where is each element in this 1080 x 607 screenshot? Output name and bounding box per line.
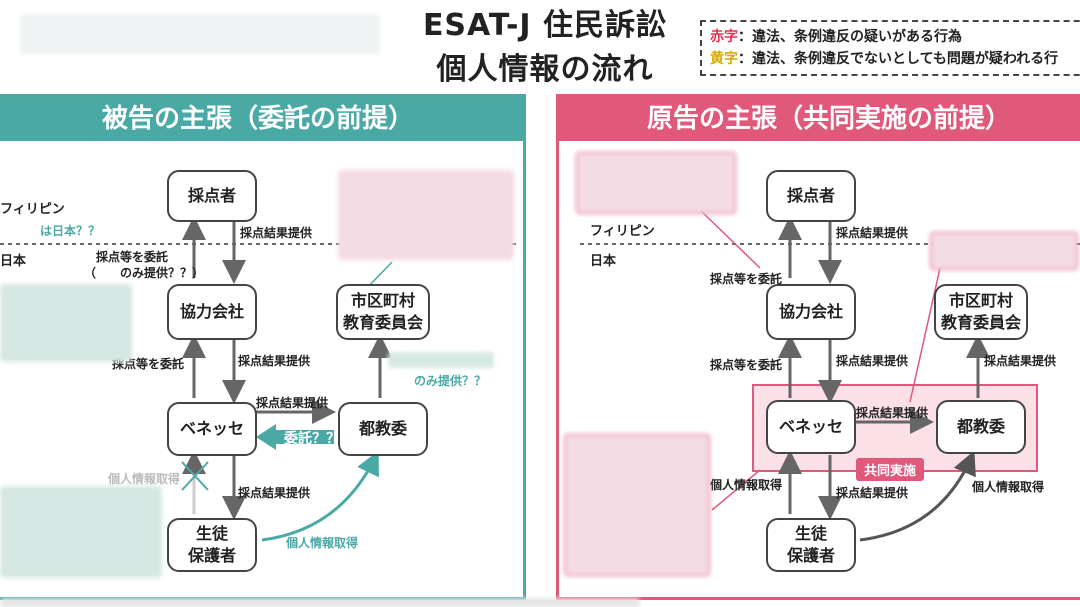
right-node-scorer: 採点者	[766, 170, 856, 222]
right-philippines: フィリピン	[590, 224, 655, 239]
right-node-city: 市区町村 教育委員会	[934, 284, 1028, 340]
left-label-acquire: 個人情報取得	[108, 472, 181, 486]
right-node-benesse: ベネッセ	[766, 400, 856, 454]
left-node-city: 市区町村 教育委員会	[336, 284, 430, 340]
plaintiff-heading: 原告の主張（共同実施の前提）	[559, 97, 1080, 141]
legend-red-key: 赤字	[710, 29, 738, 45]
right-label-scoring4: 採点結果提供	[836, 486, 909, 500]
right-label-delegate2: 採点等を委託	[710, 358, 783, 372]
left-node-scorer: 採点者	[167, 170, 257, 222]
left-label-acquire2: 個人情報取得	[286, 536, 359, 550]
legend-yellow-key: 黄字	[710, 51, 738, 67]
right-node-student: 生徒 保護者	[766, 518, 856, 572]
legend: 赤字：違法、条例違反の疑いがある行為 黄字：違法、条例違反でないとしても問題が疑…	[700, 20, 1080, 76]
right-label-scoring3: 採点結果提供	[856, 406, 929, 420]
left-redacted-note-1	[338, 170, 514, 260]
legend-red-text: ：違法、条例違反の疑いがある行為	[738, 29, 962, 45]
left-label-entrust: 委託？？	[284, 431, 340, 447]
defendant-heading: 被告の主張（委託の前提）	[0, 97, 523, 141]
left-label-delegate1: 採点等を委託	[96, 250, 169, 264]
title-line2: 個人情報の流れ	[436, 52, 654, 87]
title-line1: ESAT-J 住民訴訟	[422, 8, 668, 43]
page-title: ESAT-J 住民訴訟 個人情報の流れ	[400, 4, 690, 92]
blurred-footer-text	[0, 598, 640, 607]
right-node-partner: 協力会社	[766, 284, 856, 340]
blurred-header-text	[20, 14, 380, 54]
right-redacted-note-1	[576, 152, 736, 214]
left-label-scoring1: 採点結果提供	[240, 226, 313, 240]
left-q-japan: は日本？？	[40, 224, 101, 238]
left-label-only-q: のみ提供？？	[414, 374, 487, 388]
right-label-scoring1: 採点結果提供	[836, 226, 909, 240]
right-node-board: 都教委	[936, 400, 1026, 454]
left-label-scoring3: 採点結果提供	[256, 396, 329, 410]
left-node-student: 生徒 保護者	[167, 518, 257, 572]
left-redacted-note-2	[0, 284, 132, 362]
right-japan: 日本	[590, 254, 617, 269]
legend-yellow-text: ：違法、条例違反でないとしても問題が疑われる行	[738, 51, 1059, 67]
left-node-board: 都教委	[338, 402, 428, 456]
left-redacted-note-4	[388, 352, 494, 368]
legend-yellow-row: 黄字：違法、条例違反でないとしても問題が疑われる行	[710, 48, 1080, 70]
left-redacted-note-3	[0, 486, 162, 578]
joint-badge: 共同実施	[856, 458, 925, 481]
left-japan: 日本	[0, 254, 27, 269]
right-redacted-note-2	[930, 232, 1078, 270]
right-label-delegate1: 採点等を委託	[710, 272, 783, 286]
left-node-partner: 協力会社	[167, 284, 257, 340]
right-label-scoring2: 採点結果提供	[836, 354, 909, 368]
right-label-scoring5: 採点結果提供	[984, 354, 1057, 368]
left-node-benesse: ベネッセ	[167, 402, 257, 456]
right-label-acquire: 個人情報取得	[710, 478, 783, 492]
left-label-only-provide: （ のみ提供？？）	[84, 266, 205, 280]
right-redacted-note-3	[564, 434, 710, 576]
legend-red-row: 赤字：違法、条例違反の疑いがある行為	[710, 26, 1080, 48]
left-label-scoring2: 採点結果提供	[238, 354, 311, 368]
left-philippines: フィリピン	[0, 202, 65, 217]
left-label-scoring4: 採点結果提供	[238, 486, 311, 500]
right-label-acquire2: 個人情報取得	[972, 480, 1045, 494]
